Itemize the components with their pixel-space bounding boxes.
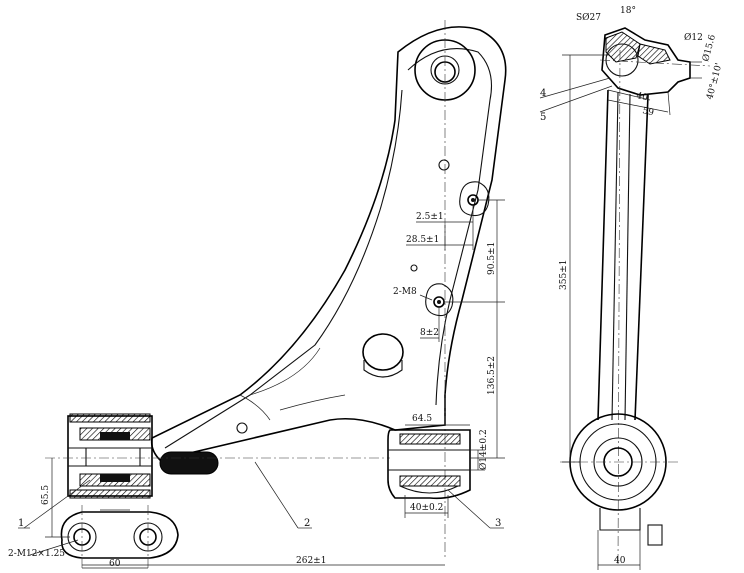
control-arm-body — [150, 26, 507, 461]
label-dia-14: Ø14±0.2 — [478, 429, 489, 470]
side-view — [560, 27, 711, 566]
stopper-cylinder — [362, 333, 404, 378]
label-d-90-5: 90.5±1 — [487, 242, 497, 275]
callout-labels: 1 2 3 4 5 — [18, 88, 546, 529]
label-d-65-5: 65.5 — [41, 485, 51, 505]
label-d-136-5: 136.5±2 — [487, 356, 497, 395]
label-width-40-bottom: 40 — [614, 556, 626, 566]
callout-2: 2 — [304, 518, 310, 529]
label-taper: 40°±10' — [705, 62, 724, 101]
small-hole-upper — [438, 159, 450, 171]
label-d-2-5: 2.5±1 — [416, 212, 444, 222]
callout-4: 4 — [540, 88, 546, 99]
front-bushing — [45, 413, 390, 499]
small-hole-left — [410, 264, 418, 272]
label-d-28-5: 28.5±1 — [406, 235, 439, 245]
small-hole-middle — [236, 422, 248, 434]
label-width-40-bush: 40±0.2 — [410, 503, 443, 513]
mount-plate — [60, 505, 179, 568]
label-d-64-5: 64.5 — [412, 414, 432, 424]
label-d-262: 262±1 — [296, 556, 326, 566]
label-height-355: 355±1 — [559, 260, 569, 290]
label-sphere: SØ27 — [576, 12, 601, 23]
label-d-60: 60 — [109, 559, 121, 569]
callout-5: 5 — [540, 112, 546, 123]
label-d-8: 8±2 — [420, 328, 439, 338]
label-len-59: 59 — [641, 106, 655, 118]
rear-bushing — [387, 429, 471, 500]
elongated-slot — [159, 451, 219, 475]
label-dia-15: Ø15.6 — [700, 33, 718, 63]
label-thread-m8: 2-M8 — [393, 287, 417, 297]
dimension-lines — [45, 54, 671, 570]
label-len-40: 40 — [635, 91, 649, 103]
label-angle-top: 18° — [620, 6, 636, 16]
callout-3: 3 — [495, 518, 501, 529]
label-thread-m12: 2-M12×1.25 — [8, 549, 65, 559]
leader-lines — [18, 77, 613, 556]
callout-1: 1 — [18, 518, 24, 529]
label-dia-12: Ø12 — [684, 32, 703, 43]
